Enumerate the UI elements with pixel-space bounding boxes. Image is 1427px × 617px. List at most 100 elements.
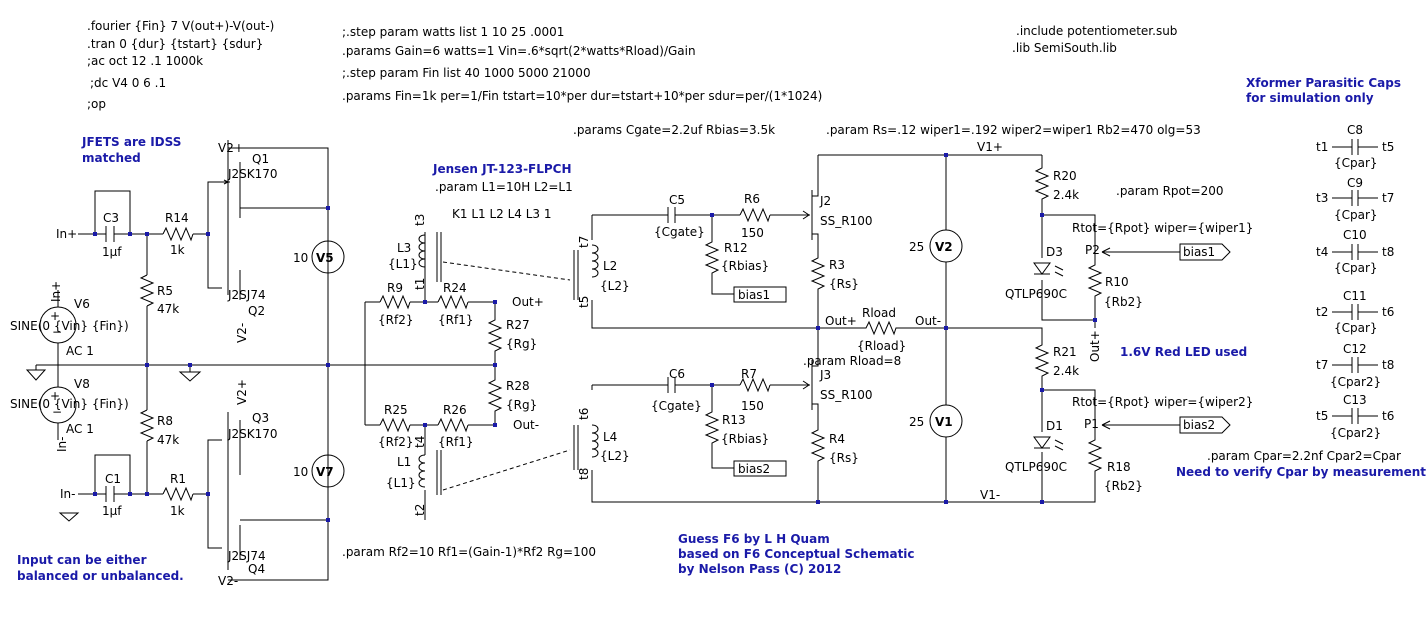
- l2-ref: L2: [603, 259, 617, 273]
- source-v7: [311, 454, 345, 488]
- r24-ref: R24: [443, 281, 467, 295]
- v8-minus: −: [52, 405, 62, 419]
- junction-dot: [816, 326, 820, 330]
- c8-b: t5: [1382, 140, 1394, 154]
- capacitor-c6: [667, 377, 800, 393]
- ground-symbol-1: [25, 365, 47, 381]
- l3-ref: L3: [397, 241, 411, 255]
- junction-dot: [326, 206, 330, 210]
- resistor-r5: [139, 234, 155, 365]
- directive-tran: .tran 0 {dur} {tstart} {sdur}: [87, 37, 263, 51]
- q2-supply: V2-: [235, 323, 249, 343]
- junction-dot: [326, 363, 330, 367]
- junction-dot: [423, 300, 427, 304]
- inductor-l2: [591, 244, 599, 278]
- note-xformer-line2: for simulation only: [1246, 91, 1374, 105]
- net-label-in-plus: In+: [56, 227, 77, 241]
- capacitor-c5: [667, 207, 800, 223]
- v8-ac: AC 1: [66, 422, 94, 436]
- resistor-r13: [704, 385, 734, 469]
- tap-t4: t4: [413, 436, 427, 448]
- c13-b: t6: [1382, 409, 1394, 423]
- v6-net-in-plus: In+: [49, 281, 63, 302]
- v6-value: SINE(0 {Vin} {Fin}): [10, 319, 129, 333]
- v8-net-in-minus: In-: [55, 437, 69, 452]
- r12-ref: R12: [724, 241, 748, 255]
- c11-value: {Cpar}: [1334, 321, 1378, 335]
- r13-ref: R13: [722, 413, 746, 427]
- c9-a: t3: [1316, 191, 1328, 205]
- parasitic-cap-c9: C9 t3 t7 {Cpar}: [1316, 176, 1394, 222]
- net-out-minus-mid: Out-: [915, 314, 941, 328]
- j2-gate-arrow: [802, 210, 810, 220]
- led-d3-rays: [1054, 265, 1064, 277]
- junction-dot: [188, 363, 192, 367]
- net-flag-bias2-right: [1179, 416, 1231, 434]
- junction-dot: [145, 492, 149, 496]
- directive-params-cgate: .params Cgate=2.2uf Rbias=3.5k: [573, 123, 775, 137]
- junction-dots: [93, 153, 1097, 522]
- j3-gate-arrow: [802, 380, 810, 390]
- tap-t3: t3: [413, 214, 427, 226]
- junction-dot: [145, 363, 149, 367]
- v1-value: 25: [909, 415, 924, 429]
- ground-symbol-2: [178, 365, 202, 382]
- junction-dot: [128, 232, 132, 236]
- r3-ref: R3: [829, 258, 845, 272]
- parasitic-cap-c13: C13 t5 t6 {Cpar2}: [1316, 393, 1394, 440]
- v8-ref: V8: [74, 377, 90, 391]
- r10-ref: R10: [1105, 275, 1129, 289]
- r7-value: 150: [741, 399, 764, 413]
- v1-ref: V1: [935, 415, 953, 429]
- directive-op: ;op: [87, 97, 106, 111]
- c5-value: {Cgate}: [654, 225, 705, 239]
- q4-supply: V2-: [218, 574, 238, 588]
- c12-ref: C12: [1343, 342, 1367, 356]
- directive-step-watts: ;.step param watts list 1 10 25 .0001: [342, 25, 564, 39]
- core-l2: [573, 250, 579, 300]
- q1-value: J2SK170: [227, 167, 278, 181]
- tap-t7: t7: [577, 236, 591, 248]
- pot-p1-wiper: [1101, 420, 1180, 430]
- capacitor-c1: [105, 486, 115, 502]
- p2-value: Rtot={Rpot} wiper={wiper1}: [1072, 221, 1253, 235]
- v6-minus: −: [52, 325, 62, 339]
- junction-dot: [816, 500, 820, 504]
- tap-t8: t8: [577, 468, 591, 480]
- net-v1-minus: V1-: [980, 488, 1000, 502]
- core-l1: [436, 450, 442, 495]
- r14-ref: R14: [165, 211, 189, 225]
- resistor-r24: [437, 294, 469, 310]
- j2-value: SS_R100: [820, 214, 872, 228]
- led-d3: [1033, 262, 1051, 275]
- resistor-r7: [739, 377, 771, 393]
- resistor-rload: [818, 320, 946, 336]
- directive-ac: ;ac oct 12 .1 1000k: [87, 54, 203, 68]
- junction-dot: [423, 423, 427, 427]
- junction-dot: [1040, 213, 1044, 217]
- c12-a: t7: [1316, 358, 1328, 372]
- r6-ref: R6: [744, 192, 760, 206]
- wire-bias-upper: [1034, 155, 1096, 321]
- l4-value: {L2}: [600, 449, 630, 463]
- net-out-plus-mid: Out+: [825, 314, 857, 328]
- junction-dot: [710, 383, 714, 387]
- c9-b: t7: [1382, 191, 1394, 205]
- junction-dot: [1040, 388, 1044, 392]
- wire-feedback: [364, 232, 495, 426]
- parasitic-cap-c10: C10 t4 t8 {Cpar}: [1316, 228, 1394, 275]
- r1-ref: R1: [170, 472, 186, 486]
- jfet-j2: [800, 155, 819, 250]
- v5-ref: V5: [316, 251, 334, 265]
- junction-dot: [944, 500, 948, 504]
- net-out-plus-left: Out+: [512, 295, 544, 309]
- note-jensen: Jensen JT-123-FLPCH: [432, 162, 572, 176]
- l3-value: {L1}: [388, 257, 418, 271]
- r24-value: {Rf1}: [438, 313, 473, 327]
- p1-ref: P1: [1084, 417, 1099, 431]
- r9-ref: R9: [387, 281, 403, 295]
- core-l3: [436, 232, 442, 282]
- wire-q34-gate: [207, 439, 222, 549]
- l4-ref: L4: [603, 430, 617, 444]
- c8-symbol: [1332, 139, 1378, 155]
